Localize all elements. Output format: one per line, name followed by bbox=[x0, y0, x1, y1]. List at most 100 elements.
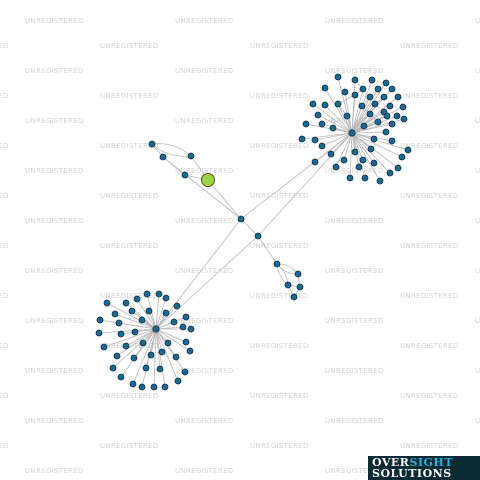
graph-edge bbox=[151, 143, 192, 157]
graph-node bbox=[111, 310, 119, 318]
graph-node bbox=[327, 150, 335, 158]
oversight-solutions-logo: OVERSIGHT SOLUTIONS bbox=[368, 456, 480, 480]
graph-node bbox=[358, 102, 366, 110]
graph-edge bbox=[351, 103, 376, 134]
watermark-text: UNREGISTERED bbox=[250, 192, 309, 200]
graph-edge bbox=[207, 179, 242, 220]
graph-node bbox=[366, 110, 374, 118]
watermark-text: UNREGISTERED bbox=[0, 92, 9, 100]
graph-node bbox=[311, 136, 319, 144]
watermark-text: UNREGISTERED bbox=[250, 392, 309, 400]
graph-node bbox=[351, 148, 359, 156]
graph-edge bbox=[155, 297, 167, 330]
graph-node bbox=[130, 354, 138, 362]
watermark-text: UNREGISTERED bbox=[250, 242, 309, 250]
graph-node bbox=[109, 364, 117, 372]
watermark-text: UNREGISTERED bbox=[25, 467, 84, 475]
graph-node bbox=[174, 377, 182, 385]
graph-node bbox=[398, 153, 406, 161]
graph-edge bbox=[351, 88, 379, 134]
graph-node bbox=[314, 111, 322, 119]
watermark-text: UNREGISTERED bbox=[175, 167, 234, 175]
graph-node bbox=[162, 309, 170, 317]
graph-edge bbox=[351, 88, 364, 134]
graph-edge bbox=[125, 302, 157, 330]
graph-node bbox=[340, 156, 348, 164]
graph-node bbox=[117, 373, 125, 381]
graph-node bbox=[366, 93, 374, 101]
watermark-text: UNREGISTERED bbox=[325, 117, 384, 125]
graph-edge bbox=[141, 328, 157, 388]
watermark-text: UNREGISTERED bbox=[400, 392, 459, 400]
graph-node bbox=[117, 330, 125, 338]
graph-node bbox=[394, 164, 402, 172]
graph-node bbox=[155, 290, 163, 298]
watermark-text: UNREGISTERED bbox=[25, 417, 84, 425]
watermark-text: UNREGISTERED bbox=[175, 217, 234, 225]
graph-edge bbox=[136, 298, 157, 330]
graph-node bbox=[122, 299, 130, 307]
graph-node bbox=[370, 135, 378, 143]
watermark-text: UNREGISTERED bbox=[175, 367, 234, 375]
graph-node bbox=[147, 351, 155, 359]
graph-edge bbox=[351, 132, 366, 179]
watermark-text: UNREGISTERED bbox=[250, 292, 309, 300]
graph-node bbox=[143, 290, 151, 298]
watermark-text: UNREGISTERED bbox=[0, 392, 9, 400]
watermark-text: UNREGISTERED bbox=[325, 317, 384, 325]
graph-edge bbox=[240, 132, 353, 220]
graph-edge bbox=[257, 235, 278, 265]
graph-node bbox=[237, 215, 245, 223]
graph-node bbox=[181, 171, 189, 179]
watermark-text: UNREGISTERED bbox=[0, 42, 9, 50]
graph-edge bbox=[132, 328, 157, 385]
graph-node bbox=[298, 135, 306, 143]
graph-edge bbox=[155, 328, 191, 352]
nodes-layer bbox=[95, 73, 412, 391]
graph-edge bbox=[321, 132, 353, 147]
watermark-text: UNREGISTERED bbox=[100, 242, 159, 250]
graph-edge bbox=[153, 328, 157, 388]
graph-node bbox=[96, 316, 104, 324]
graph-node bbox=[368, 76, 376, 84]
watermark-text: UNREGISTERED bbox=[325, 417, 384, 425]
graph-node bbox=[284, 281, 292, 289]
watermark-text: UNREGISTERED bbox=[250, 142, 309, 150]
graph-node bbox=[254, 232, 262, 240]
graph-node bbox=[170, 318, 178, 326]
graph-edge bbox=[351, 105, 363, 134]
graph-node bbox=[179, 323, 187, 331]
watermark-text: UNREGISTERED bbox=[400, 142, 459, 150]
watermark-text: UNREGISTERED bbox=[325, 67, 384, 75]
graph-edge bbox=[301, 132, 353, 140]
graph-node bbox=[309, 100, 317, 108]
graph-node bbox=[172, 353, 180, 361]
graph-edge bbox=[276, 263, 289, 286]
watermark-text: UNREGISTERED bbox=[475, 117, 480, 125]
graph-node bbox=[273, 260, 281, 268]
graph-node bbox=[164, 339, 172, 347]
graph-node bbox=[129, 380, 137, 388]
graph-edge bbox=[351, 132, 409, 151]
graph-node bbox=[360, 122, 368, 130]
graph-node bbox=[318, 120, 326, 128]
graph-edge bbox=[155, 218, 242, 330]
graph-node bbox=[128, 307, 136, 315]
graph-node bbox=[374, 118, 382, 126]
watermark-text: UNREGISTERED bbox=[100, 142, 159, 150]
graph-edge bbox=[155, 235, 259, 330]
graph-node bbox=[332, 163, 340, 171]
graph-node bbox=[374, 85, 382, 93]
graph-node bbox=[133, 295, 141, 303]
watermark-text: UNREGISTERED bbox=[475, 17, 480, 25]
graph-node bbox=[173, 302, 181, 310]
graph-edge bbox=[335, 132, 353, 168]
graph-node bbox=[321, 101, 329, 109]
graph-node bbox=[355, 163, 363, 171]
graph-edge bbox=[103, 328, 157, 348]
graph-edge bbox=[351, 132, 403, 158]
graph-edge bbox=[112, 328, 157, 369]
graph-node bbox=[294, 270, 302, 278]
